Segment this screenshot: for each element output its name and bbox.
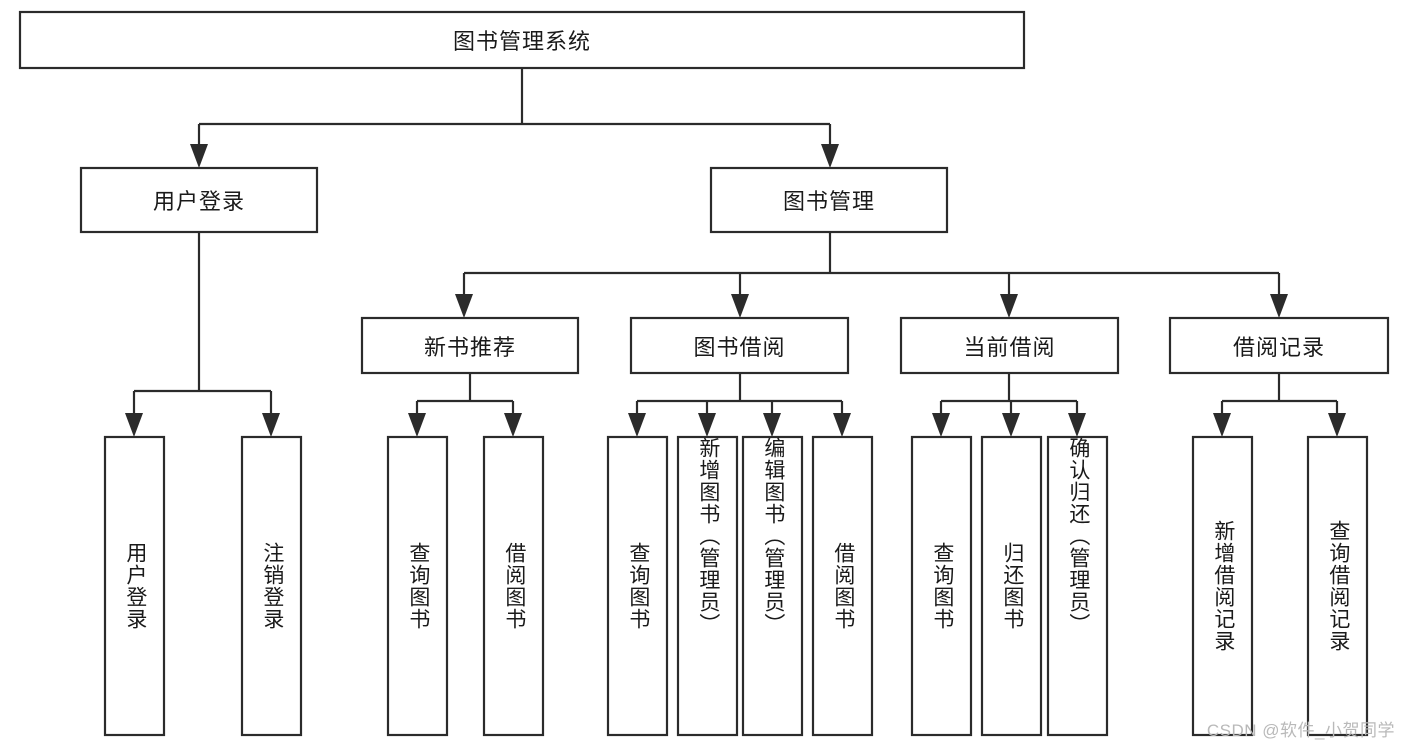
arrowhead-bookborrow-leaf-1: [628, 413, 646, 437]
node-leaf-return-book[interactable]: [980, 435, 1043, 737]
arrowhead-bookborrow-leaf-3: [763, 413, 781, 437]
node-leaf-logout[interactable]: [240, 435, 303, 737]
connector-group-root: [190, 68, 839, 168]
arrowhead-currentborrow-leaf-2: [1002, 413, 1020, 437]
watermark-text: CSDN @软件_小贺同学: [1206, 721, 1395, 740]
connector-group-borrow-record-leaves: [1213, 373, 1346, 437]
arrowhead-borrowrecord-leaf-2: [1328, 413, 1346, 437]
node-leaf-edit-book[interactable]: [741, 435, 804, 737]
node-leaf-add-book[interactable]: [676, 435, 739, 737]
arrowhead-bookborrow-leaf-4: [833, 413, 851, 437]
arrowhead-currentborrow-leaf-3: [1068, 413, 1086, 437]
node-new-book-recommend[interactable]: [360, 316, 580, 375]
arrowhead-book-manage: [821, 144, 839, 168]
arrowhead-borrowrecord-leaf-1: [1213, 413, 1231, 437]
arrowhead-user-login: [190, 144, 208, 168]
node-current-borrow[interactable]: [899, 316, 1120, 375]
arrowhead-new-book: [455, 294, 473, 318]
node-leaf-borrow-book-1[interactable]: [482, 435, 545, 737]
node-leaf-confirm-return[interactable]: [1046, 435, 1109, 737]
arrowhead-newbook-leaf-1: [408, 413, 426, 437]
arrowhead-leaf-logout: [262, 413, 280, 437]
node-book-borrow[interactable]: [629, 316, 850, 375]
node-leaf-query-book-3[interactable]: [910, 435, 973, 737]
arrowhead-currentborrow-leaf-1: [932, 413, 950, 437]
node-borrow-record[interactable]: [1168, 316, 1390, 375]
arrowhead-book-borrow: [731, 294, 749, 318]
arrowhead-current-borrow: [1000, 294, 1018, 318]
node-leaf-query-book-1[interactable]: [386, 435, 449, 737]
connector-group-book-borrow-leaves: [628, 373, 851, 437]
node-leaf-add-record[interactable]: [1191, 435, 1254, 737]
arrowhead-leaf-user-login: [125, 413, 143, 437]
connector-group-book-manage: [455, 232, 1288, 318]
arrowhead-bookborrow-leaf-2: [698, 413, 716, 437]
node-leaf-query-record[interactable]: [1306, 435, 1369, 737]
node-book-manage[interactable]: [709, 166, 949, 234]
connector-group-current-borrow-leaves: [932, 373, 1086, 437]
node-leaf-borrow-book-2[interactable]: [811, 435, 874, 737]
node-root[interactable]: [18, 10, 1026, 70]
node-leaf-query-book-2[interactable]: [606, 435, 669, 737]
node-user-login[interactable]: [79, 166, 319, 234]
connector-group-user-login-leaves: [125, 232, 280, 437]
arrowhead-borrow-record: [1270, 294, 1288, 318]
arrowhead-newbook-leaf-2: [504, 413, 522, 437]
node-leaf-user-login[interactable]: [103, 435, 166, 737]
connector-group-new-book-leaves: [408, 373, 522, 437]
